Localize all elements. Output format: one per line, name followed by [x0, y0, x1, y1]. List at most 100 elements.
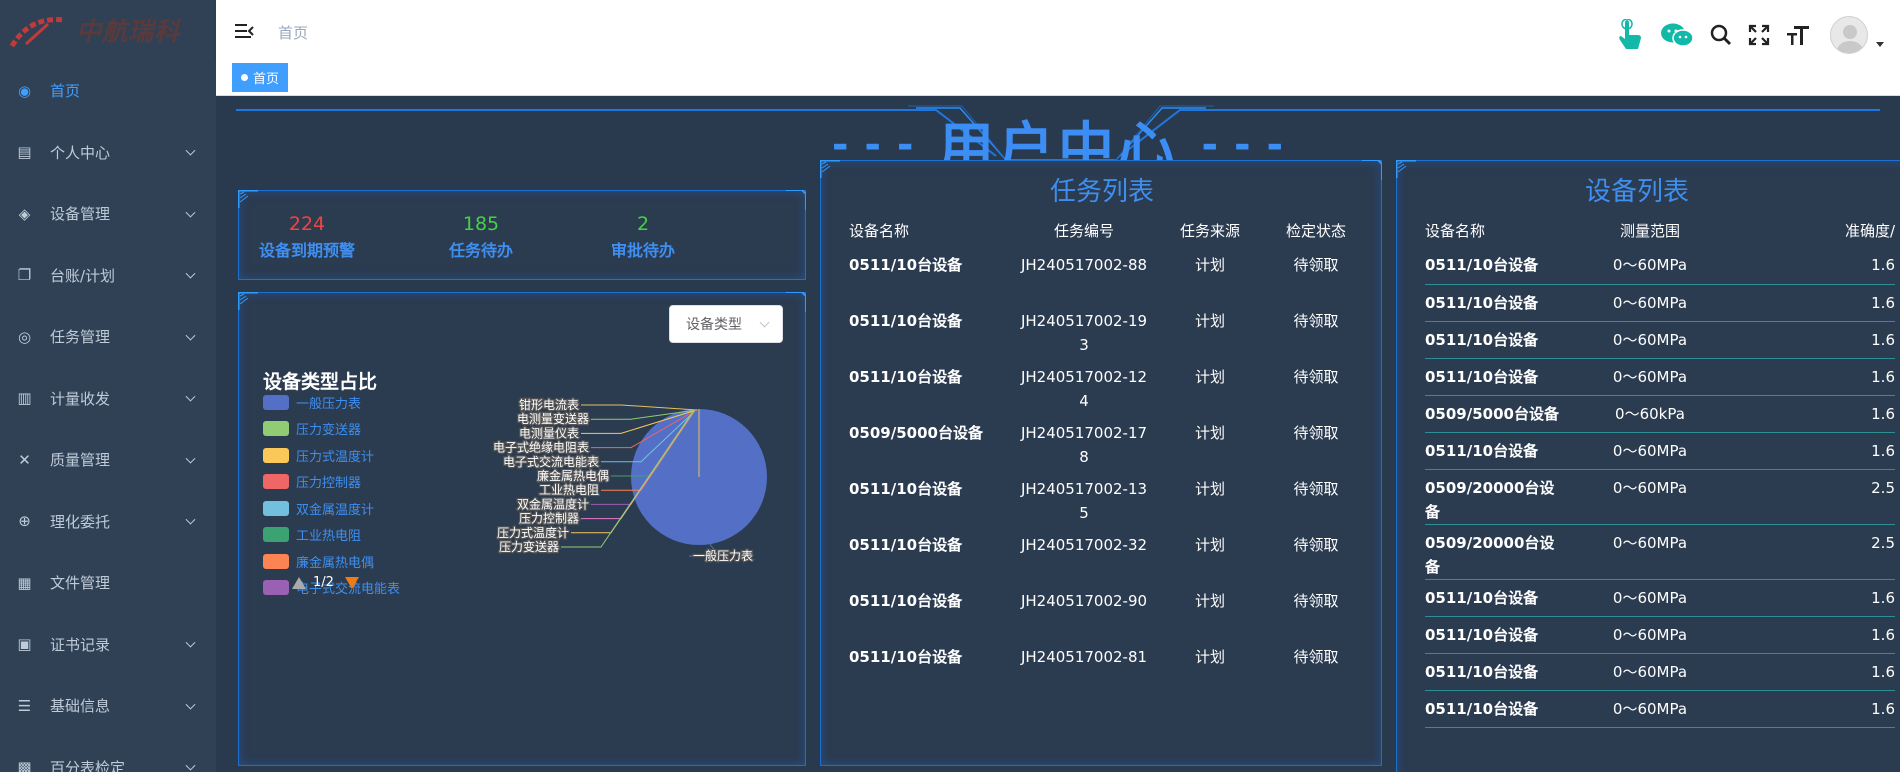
table-cell: JH240517002-178	[1020, 424, 1148, 466]
pie-slice-label: 电测量变送器	[517, 411, 589, 426]
sidebar-item-6[interactable]: ✕质量管理	[0, 429, 216, 491]
legend-item[interactable]: 电子式交流电能表	[263, 575, 400, 602]
table-cell: 1.6	[1735, 247, 1895, 285]
table-cell: 0511/10台设备	[849, 536, 963, 554]
triangle-down-icon[interactable]	[344, 576, 360, 590]
corner-deco	[820, 160, 840, 178]
table-cell: 待领取	[1293, 256, 1339, 274]
legend-item[interactable]: 压力式温度计	[263, 442, 400, 469]
search-icon[interactable]	[1710, 24, 1732, 46]
table-cell: 0～60MPa	[1565, 358, 1735, 396]
tag-home[interactable]: 首页	[232, 63, 289, 92]
touch-icon[interactable]	[1616, 19, 1644, 51]
legend-page-indicator: 1/2	[313, 575, 334, 590]
sidebar-item-9[interactable]: ▣证书记录	[0, 614, 216, 676]
legend-item[interactable]: 压力控制器	[263, 469, 400, 496]
table-cell: 计划	[1194, 592, 1225, 610]
avatar[interactable]	[1830, 16, 1868, 54]
copy-icon: ❐	[17, 266, 32, 285]
caret-down-icon[interactable]	[1876, 41, 1884, 47]
navbar-right-menu	[1600, 15, 1900, 55]
legend-label: 压力变送器	[296, 423, 362, 439]
sidebar-item-1[interactable]: ▤个人中心	[0, 122, 216, 184]
brand-name: 中航瑞科	[76, 17, 181, 46]
certificate-icon: ▣	[17, 635, 32, 654]
table-cell: JH240517002-88	[1020, 256, 1148, 274]
table-cell: 0～60MPa	[1565, 690, 1735, 728]
legend-item[interactable]: 工业热电阻	[263, 522, 400, 549]
sidebar-item-0[interactable]: ◉首页	[0, 60, 216, 122]
table-cell: JH240517002-32	[1020, 536, 1148, 554]
legend-item[interactable]: 压力变送器	[263, 416, 400, 443]
sidebar-item-8[interactable]: ▦文件管理	[0, 552, 216, 614]
device-type-select[interactable]: 设备类型	[669, 305, 783, 343]
legend-swatch	[263, 500, 289, 516]
legend-item[interactable]: 廉金属热电偶	[263, 548, 400, 575]
sidebar-item-4[interactable]: ◎任务管理	[0, 306, 216, 368]
tag-label: 首页	[253, 72, 280, 87]
sidebar-item-3[interactable]: ❐台账/计划	[0, 245, 216, 307]
hamburger-icon[interactable]	[234, 21, 254, 41]
table-cell: 计划	[1194, 480, 1225, 498]
sidebar-item-7[interactable]: ⊕理化委托	[0, 491, 216, 553]
device-column-header: 准确度/	[1844, 221, 1895, 240]
target-icon: ◎	[17, 327, 32, 346]
legend-item[interactable]: 双金属温度计	[263, 495, 400, 522]
wechat-icon[interactable]	[1660, 22, 1694, 48]
chevron-down-icon	[185, 207, 196, 218]
sidebar-item-2[interactable]: ◈设备管理	[0, 183, 216, 245]
table-cell: 1.6	[1735, 690, 1895, 728]
fullscreen-icon[interactable]	[1748, 24, 1770, 46]
task-column-header: 任务编号	[1053, 221, 1114, 240]
chevron-down-icon	[185, 145, 196, 156]
triangle-up-icon[interactable]	[291, 576, 307, 590]
table-cell: 0511/10台设备	[849, 312, 963, 330]
table-cell: 0509/20000台设备	[1425, 524, 1565, 580]
pie-slice-label: 电子式绝缘电阻表	[493, 440, 589, 455]
corner-deco	[786, 190, 806, 210]
sidebar-item-11[interactable]: ▩百分表检定	[0, 737, 216, 772]
table-cell: 0509/5000台设备	[849, 424, 983, 442]
font-size-icon[interactable]	[1786, 24, 1810, 46]
legend-item[interactable]: 一般压力表	[263, 389, 400, 416]
sidebar-item-label: 设备管理	[50, 205, 111, 224]
logo[interactable]: 中航瑞科	[0, 0, 216, 60]
sidebar-item-5[interactable]: ▥计量收发	[0, 368, 216, 430]
device-list-title: 设备列表	[1584, 177, 1689, 207]
table-cell: 待领取	[1293, 480, 1339, 498]
table-cell: 待领取	[1293, 424, 1339, 442]
table-cell: 1.6	[1735, 358, 1895, 396]
breadcrumb[interactable]: 首页	[278, 24, 309, 42]
task-list-title: 任务列表	[1049, 177, 1154, 207]
table-cell: 0511/10台设备	[849, 256, 963, 274]
table-cell: 1.6	[1735, 616, 1895, 654]
crosshair-icon: ⊕	[18, 512, 31, 531]
sidebar-item-10[interactable]: ☰基础信息	[0, 675, 216, 737]
corner-deco	[1396, 160, 1416, 178]
stat-label: 审批待办	[611, 241, 676, 260]
